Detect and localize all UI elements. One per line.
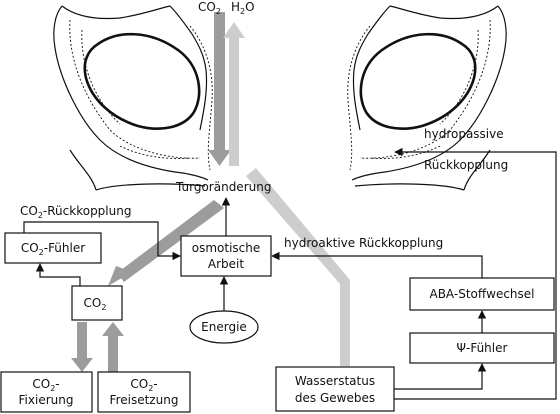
co2-box: [71, 285, 123, 321]
co2-fixation-box: [0, 371, 93, 413]
gray-flow-arrows: [71, 12, 350, 372]
co2-release-line2: Freisetzung: [110, 393, 179, 407]
energy-label: Energie: [201, 320, 247, 334]
h2o-top-label: H2O: [231, 0, 255, 16]
co2-release-line1: CO2-: [130, 377, 157, 393]
osmotic-work-line1: osmotische: [192, 241, 261, 255]
psi-sensor-label: Ψ-Fühler: [457, 341, 508, 355]
connector-lines: [23, 147, 557, 400]
stoma-illustration: [53, 5, 507, 191]
co2-box-label: CO2: [84, 296, 107, 312]
hydropassive-label-1: hydropassive: [424, 127, 504, 141]
co2-release-box: [97, 371, 191, 413]
hydroactive-label: hydroaktive Rückkopplung: [284, 236, 443, 250]
hydropassive-label-2: Rückkopplung: [424, 158, 508, 172]
co2-top-label: CO2: [198, 0, 221, 16]
water-status-line1: Wasserstatus: [295, 374, 375, 388]
aba-box: [409, 277, 555, 311]
aba-label: ABA-Stoffwechsel: [429, 287, 534, 301]
co2-feedback-label: CO2-Rückkopplung: [20, 204, 131, 220]
water-status-box: [275, 366, 395, 412]
turgor-label: Turgoränderung: [175, 180, 271, 194]
co2-sensor-box: [4, 232, 102, 264]
osmotic-work-box: [180, 235, 272, 277]
co2-sensor-label: CO2-Fühler: [21, 241, 85, 257]
osmotic-work-line2: Arbeit: [208, 257, 244, 271]
water-status-line2: des Gewebes: [295, 391, 375, 405]
co2-fixation-line1: CO2-: [32, 377, 59, 393]
co2-fixation-line2: Fixierung: [19, 393, 74, 407]
